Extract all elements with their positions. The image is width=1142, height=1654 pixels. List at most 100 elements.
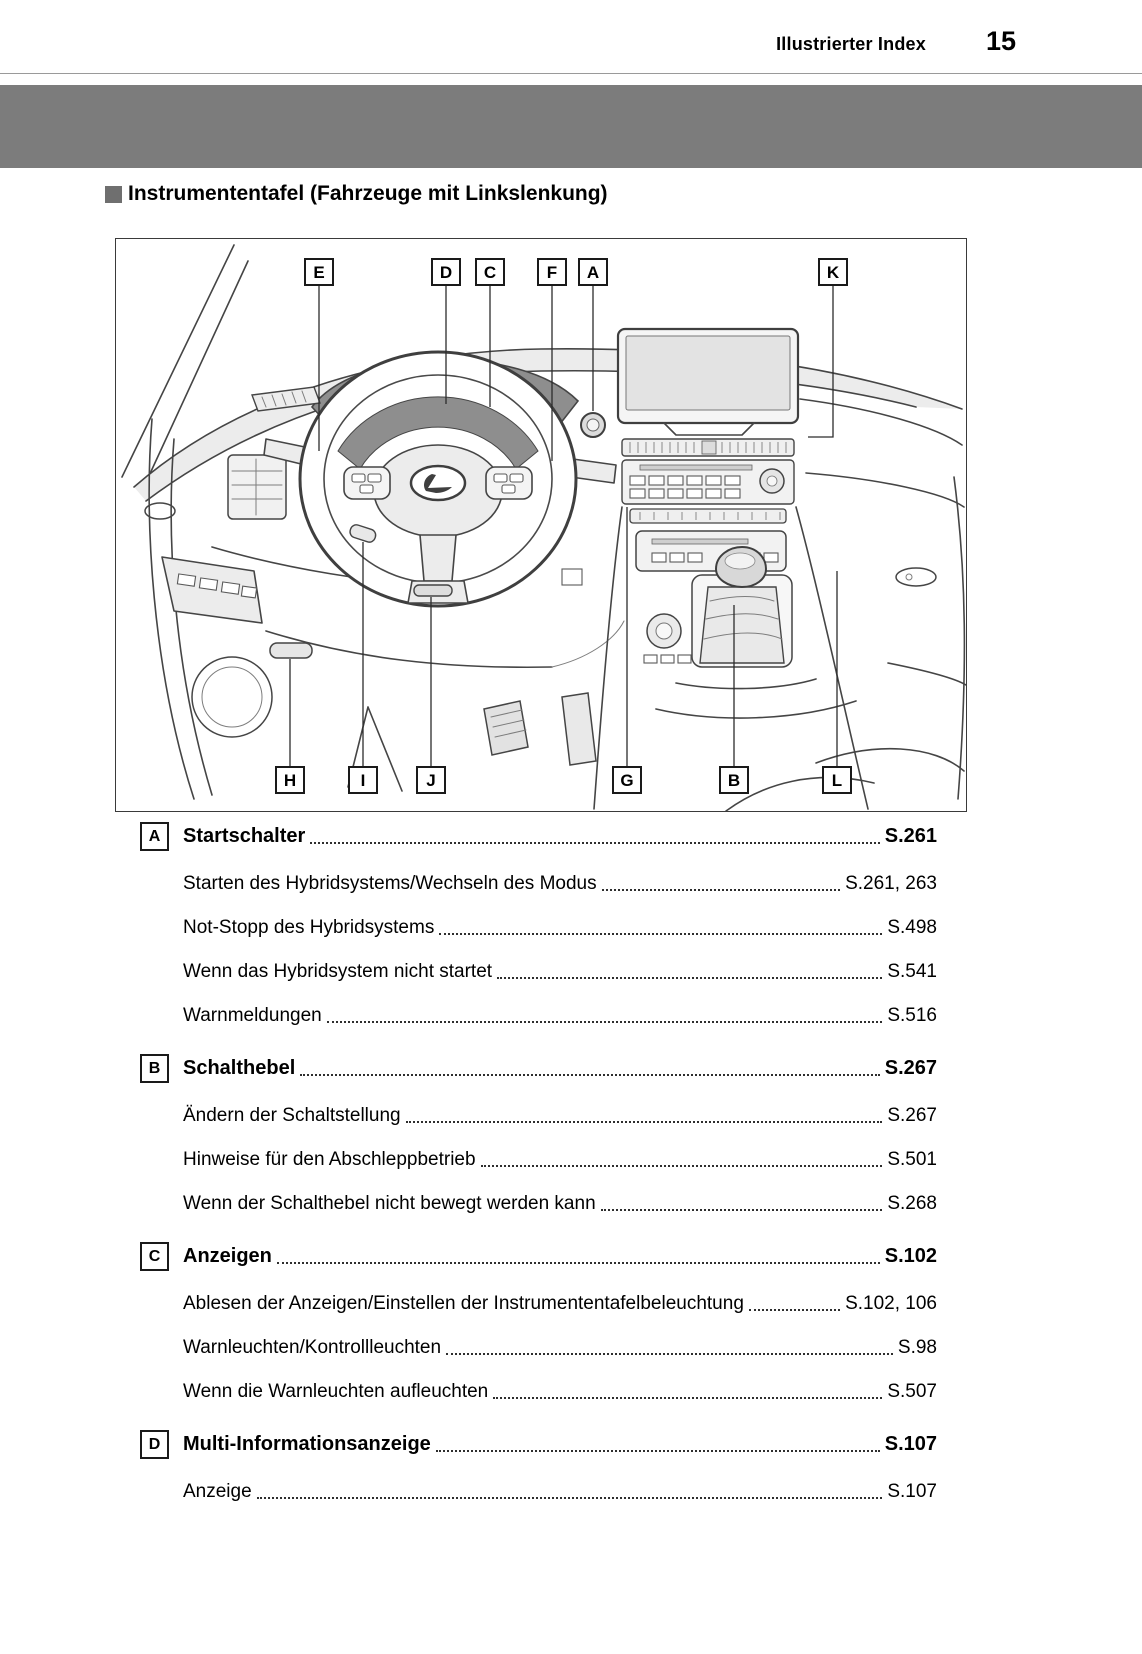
entry-title: Schalthebel: [183, 1057, 296, 1079]
subentry-page-ref: S.107: [887, 1481, 937, 1502]
callout-letter-box: A: [140, 822, 169, 851]
subentry-page-ref: S.98: [897, 1337, 937, 1358]
callout-label-J: J: [416, 766, 446, 794]
svg-text:C: C: [484, 263, 496, 282]
dot-leader: [748, 1308, 841, 1311]
callout-label-I: I: [348, 766, 378, 794]
entry-title: Startschalter: [183, 825, 306, 847]
callout-label-K: K: [818, 258, 848, 286]
index-subentry: Hinweise für den Abschleppbetrieb S.501: [140, 1148, 937, 1171]
index-subentry: Wenn die Warnleuchten aufleuchten S.507: [140, 1380, 937, 1403]
entry-title: Anzeigen: [183, 1245, 272, 1267]
callout-letter-box: C: [140, 1242, 169, 1271]
callout-letter-box: D: [140, 1430, 169, 1459]
svg-text:L: L: [832, 771, 842, 790]
subentry-title: Ablesen der Anzeigen/Einstellen der Inst…: [183, 1293, 744, 1314]
subentry-page-ref: S.102, 106: [845, 1293, 937, 1314]
subentry-title: Wenn das Hybridsystem nicht startet: [183, 961, 493, 982]
subentry-title: Starten des Hybridsystems/Wechseln des M…: [183, 873, 597, 894]
callout-label-F: F: [537, 258, 567, 286]
index-subentry: Warnleuchten/Kontrollleuchten S.98: [140, 1336, 937, 1359]
subentry-page-ref: S.268: [887, 1193, 937, 1214]
index-subentry: Wenn das Hybridsystem nicht startet S.541: [140, 960, 937, 983]
chapter-banner: [0, 85, 1142, 168]
header-section-title: Illustrierter Index: [776, 34, 926, 54]
callout-label-B: B: [719, 766, 749, 794]
svg-text:H: H: [284, 771, 296, 790]
dot-leader: [480, 1164, 883, 1167]
dot-leader: [300, 1073, 880, 1076]
dot-leader: [256, 1496, 883, 1499]
subentry-title: Not-Stopp des Hybridsystems: [183, 917, 435, 938]
section-title: Instrumententafel (Fahrzeuge mit Linksle…: [105, 182, 608, 206]
svg-text:A: A: [587, 263, 599, 282]
subentry-title: Wenn der Schalthebel nicht bewegt werden…: [183, 1193, 596, 1214]
callout-label-L: L: [822, 766, 852, 794]
page-header: Illustrierter Index 15: [776, 26, 1016, 57]
subentry-title: Warnmeldungen: [183, 1005, 322, 1026]
dot-leader: [405, 1120, 883, 1123]
svg-text:B: B: [728, 771, 740, 790]
subentry-page-ref: S.541: [887, 961, 937, 982]
callout-letter-box: B: [140, 1054, 169, 1083]
dot-leader: [435, 1449, 880, 1452]
svg-text:F: F: [547, 263, 557, 282]
dashboard-line-art: E D C F A K H: [121, 244, 966, 811]
dot-leader: [446, 1352, 893, 1355]
svg-text:J: J: [426, 771, 435, 790]
index-subentry: Anzeige S.107: [140, 1480, 937, 1503]
index-subentry: Starten des Hybridsystems/Wechseln des M…: [140, 872, 937, 895]
dot-leader: [439, 932, 883, 935]
callout-leaders: [289, 285, 838, 767]
callout-label-E: E: [304, 258, 334, 286]
index-entry-C: C Anzeigen S.102: [140, 1242, 937, 1271]
dot-leader: [326, 1020, 883, 1023]
index-entry-B: B Schalthebel S.267: [140, 1054, 937, 1083]
header-rule: [0, 73, 1142, 74]
dot-leader: [276, 1261, 880, 1264]
subentry-title: Warnleuchten/Kontrollleuchten: [183, 1337, 442, 1358]
dot-leader: [493, 1396, 883, 1399]
index-entry-D: D Multi-Informationsanzeige S.107: [140, 1430, 937, 1459]
dot-leader: [310, 841, 880, 844]
entry-page-ref: S.267: [884, 1057, 937, 1079]
svg-text:G: G: [620, 771, 633, 790]
subentry-title: Wenn die Warnleuchten aufleuchten: [183, 1381, 489, 1402]
index-subentry: Ablesen der Anzeigen/Einstellen der Inst…: [140, 1292, 937, 1315]
entry-page-ref: S.107: [884, 1433, 937, 1455]
subentry-page-ref: S.501: [887, 1149, 937, 1170]
subentry-page-ref: S.267: [887, 1105, 937, 1126]
entry-page-ref: S.102: [884, 1245, 937, 1267]
callout-label-D: D: [431, 258, 461, 286]
subentry-title: Hinweise für den Abschleppbetrieb: [183, 1149, 476, 1170]
callout-label-C: C: [475, 258, 505, 286]
callout-label-H: H: [275, 766, 305, 794]
section-title-text: Instrumententafel (Fahrzeuge mit Linksle…: [128, 182, 608, 205]
index-subentry: Not-Stopp des Hybridsystems S.498: [140, 916, 937, 939]
svg-text:D: D: [440, 263, 452, 282]
dot-leader: [600, 1208, 883, 1211]
dot-leader: [497, 976, 883, 979]
subentry-page-ref: S.498: [887, 917, 937, 938]
subentry-page-ref: S.261, 263: [845, 873, 937, 894]
dashboard-art-group: [121, 244, 966, 811]
subentry-title: Anzeige: [183, 1481, 252, 1502]
callout-label-G: G: [612, 766, 642, 794]
dashboard-illustration: E D C F A K H: [115, 238, 967, 812]
index-subentry: Wenn der Schalthebel nicht bewegt werden…: [140, 1192, 937, 1215]
subentry-page-ref: S.507: [887, 1381, 937, 1402]
svg-text:I: I: [361, 771, 366, 790]
callout-label-A: A: [578, 258, 608, 286]
page-number: 15: [985, 26, 1016, 56]
subentry-title: Ändern der Schaltstellung: [183, 1105, 401, 1126]
svg-text:E: E: [313, 263, 324, 282]
section-bullet-icon: [105, 185, 122, 203]
index-subentry: Warnmeldungen S.516: [140, 1004, 937, 1027]
svg-text:K: K: [827, 263, 840, 282]
index-subentry: Ändern der Schaltstellung S.267: [140, 1104, 937, 1127]
entry-title: Multi-Informationsanzeige: [183, 1433, 431, 1455]
subentry-page-ref: S.516: [887, 1005, 937, 1026]
